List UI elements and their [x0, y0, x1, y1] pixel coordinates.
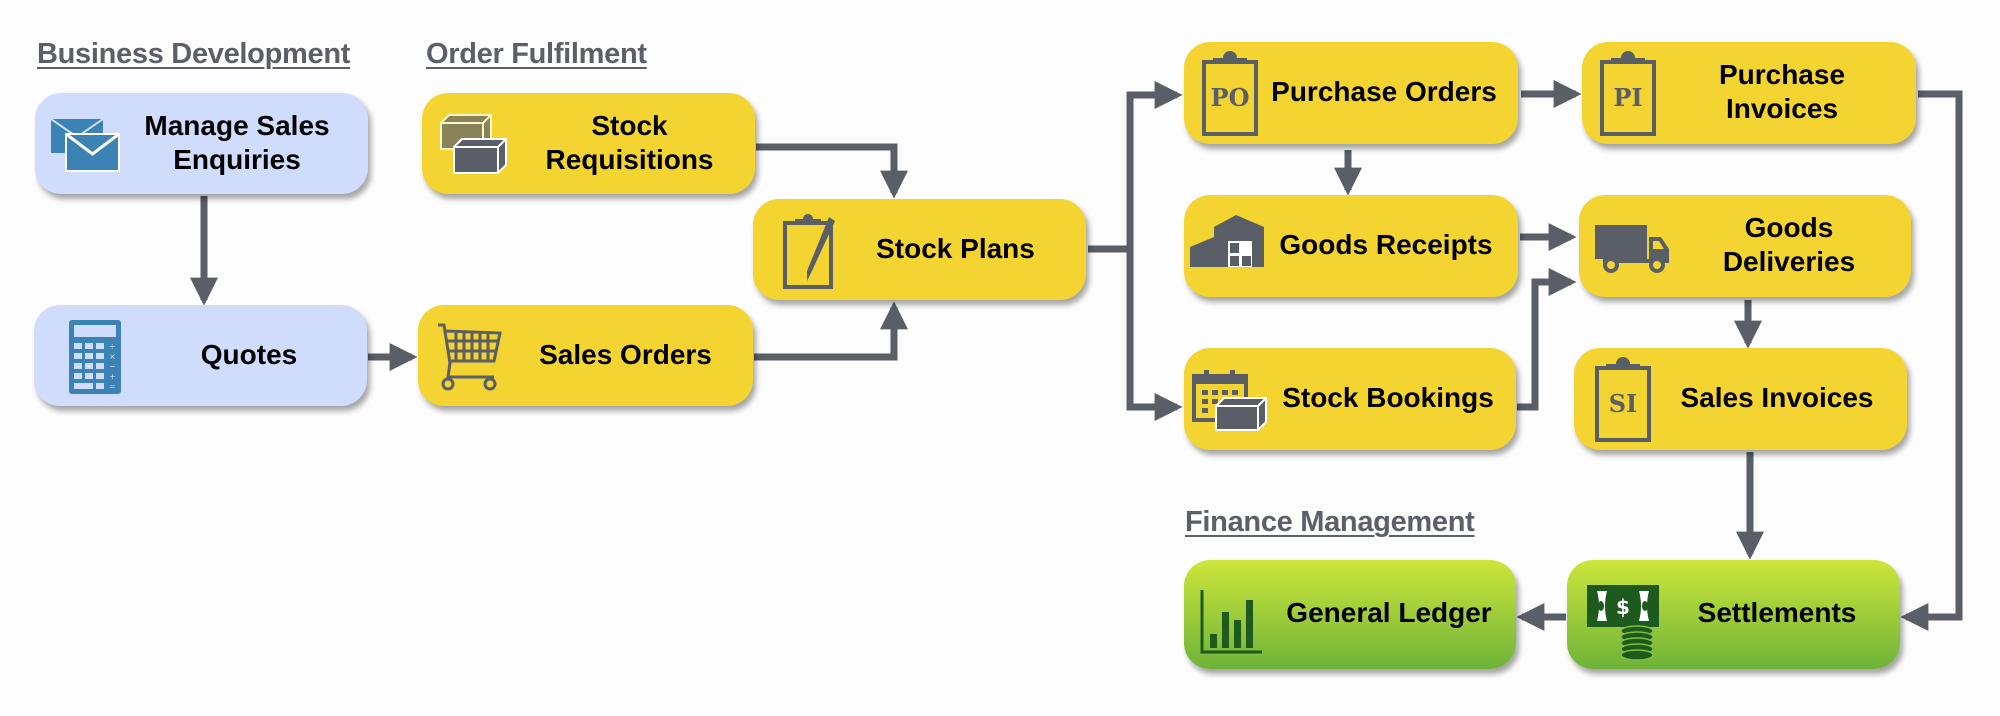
- node-label-line2: Requisitions: [545, 144, 714, 175]
- clipboard-si-icon: SI: [1595, 357, 1651, 442]
- node-sales-orders[interactable]: Sales Orders: [418, 305, 753, 406]
- svg-text:×: ×: [109, 352, 116, 361]
- clipboard-pi-icon: PI: [1600, 51, 1656, 136]
- svg-text:+: +: [109, 372, 116, 381]
- warehouse-icon: [1190, 215, 1264, 267]
- node-label: Goods Receipts: [1279, 229, 1493, 260]
- node-label-line2: Invoices: [1725, 93, 1839, 124]
- node-stock-requisitions[interactable]: Stock Requisitions: [422, 93, 755, 194]
- node-quotes[interactable]: ÷×−+= Quotes: [34, 305, 367, 406]
- svg-text:PI: PI: [1613, 83, 1642, 112]
- node-label: General Ledger: [1286, 597, 1492, 628]
- node-label-line1: Manage Sales: [144, 110, 330, 141]
- svg-text:=: =: [109, 382, 116, 391]
- truck-icon: [1595, 225, 1669, 273]
- node-sales-invoices[interactable]: SI Sales Invoices: [1574, 348, 1907, 450]
- shopping-cart-icon: [438, 323, 502, 391]
- svg-text:PO: PO: [1211, 83, 1250, 112]
- node-settlements[interactable]: $ Settlements: [1567, 560, 1900, 669]
- clipboard-pen-icon: [783, 214, 835, 289]
- node-label-line1: Stock: [591, 110, 668, 141]
- node-label: Purchase Orders: [1271, 76, 1497, 107]
- node-stock-plans[interactable]: Stock Plans: [753, 199, 1086, 300]
- boxes-icon: [440, 114, 507, 174]
- node-label: Stock Bookings: [1282, 382, 1494, 413]
- node-stock-bookings[interactable]: Stock Bookings: [1184, 348, 1516, 450]
- node-label: Settlements: [1697, 597, 1857, 628]
- calendar-box-icon: [1192, 370, 1267, 431]
- svg-text:SI: SI: [1609, 389, 1638, 418]
- node-goods-receipts[interactable]: Goods Receipts: [1184, 195, 1518, 297]
- envelopes-icon: [51, 119, 120, 172]
- node-label: Quotes: [200, 339, 298, 370]
- money-icon: $: [1587, 585, 1659, 661]
- svg-text:−: −: [109, 362, 116, 371]
- node-label-line1: Purchase: [1718, 59, 1846, 90]
- svg-text:÷: ÷: [109, 342, 116, 351]
- section-heading-business-development: Business Development: [37, 38, 351, 70]
- arrow-stock-plans-to-purchase-orders: [1088, 81, 1183, 253]
- node-purchase-orders[interactable]: PO Purchase Orders: [1184, 42, 1518, 144]
- arrow-purchase-invoices-to-settlements: [1900, 90, 1963, 631]
- node-label: Stock Plans: [876, 233, 1035, 264]
- arrow-stock-plans-to-stock-bookings: [1126, 249, 1183, 421]
- clipboard-po-icon: PO: [1202, 51, 1258, 136]
- node-label-line1: Goods: [1744, 212, 1834, 243]
- node-goods-deliveries[interactable]: Goods Deliveries: [1579, 195, 1911, 297]
- arrow-requisitions-to-stock-plans: [756, 143, 908, 199]
- node-label: Sales Orders: [539, 339, 712, 370]
- section-heading-order-fulfilment: Order Fulfilment: [426, 38, 647, 70]
- arrow-stock-bookings-to-goods-deliveries: [1517, 268, 1577, 411]
- node-general-ledger[interactable]: General Ledger: [1184, 560, 1516, 669]
- arrow-sales-orders-to-stock-plans: [754, 301, 908, 361]
- svg-text:$: $: [1616, 595, 1630, 619]
- bar-chart-icon: [1200, 590, 1262, 654]
- section-heading-finance-management: Finance Management: [1185, 506, 1475, 538]
- node-label-line2: Deliveries: [1722, 246, 1856, 277]
- node-label: Sales Invoices: [1680, 382, 1874, 413]
- node-manage-sales-enquiries[interactable]: Manage Sales Enquiries: [35, 93, 368, 194]
- calculator-icon: ÷×−+=: [69, 320, 121, 394]
- node-purchase-invoices[interactable]: PI Purchase Invoices: [1582, 42, 1916, 144]
- node-label-line2: Enquiries: [173, 144, 301, 175]
